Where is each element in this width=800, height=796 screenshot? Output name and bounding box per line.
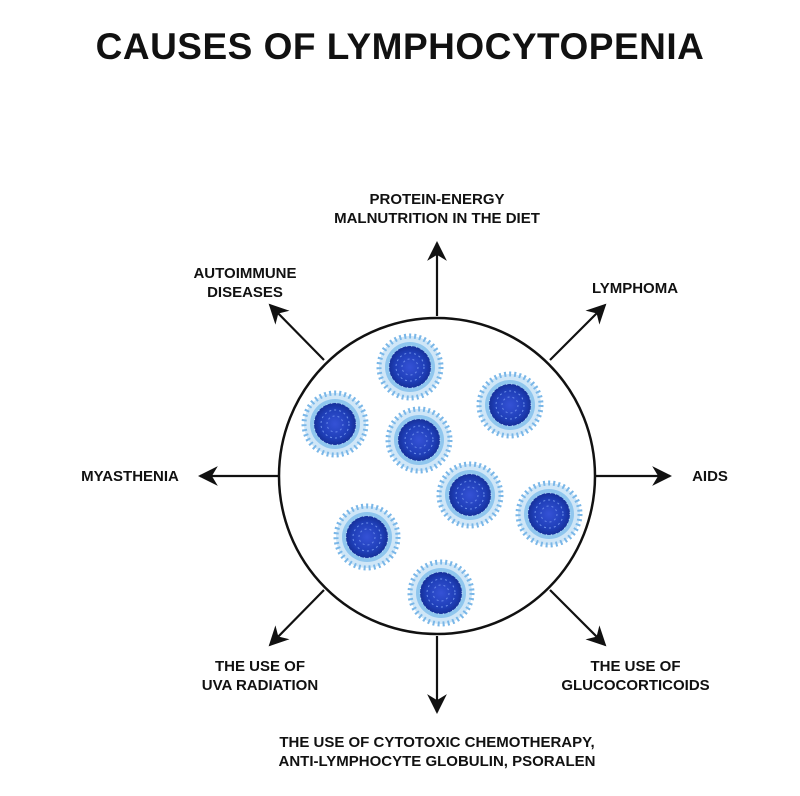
label-line: LYMPHOMA	[591, 280, 679, 297]
label-top: PROTEIN-ENERGY MALNUTRITION IN THE DIET	[297, 190, 577, 228]
label-right: AIDS	[680, 467, 740, 486]
label-line: MYASTHENIA	[81, 468, 179, 485]
label-line: THE USE OF	[590, 658, 681, 675]
arrow-bottom-left	[268, 589, 325, 647]
lymphocyte-cell-icon	[410, 562, 472, 624]
arrows	[198, 241, 672, 714]
label-bottom: THE USE OF CYTOTOXIC CHEMOTHERAPY, ANTI-…	[222, 733, 652, 771]
label-bottom-left: THE USE OF UVA RADIATION	[175, 657, 345, 695]
lymphocyte-cell-icon	[518, 483, 580, 545]
lymphocyte-cell-icon	[388, 409, 450, 471]
label-left: MYASTHENIA	[60, 467, 200, 486]
arrow-bottom-right	[549, 589, 607, 647]
label-line: DISEASES	[207, 284, 283, 301]
lymphocyte-cell-icon	[336, 506, 398, 568]
lymphocyte-cell-icon	[439, 464, 501, 526]
label-bottom-right: THE USE OF GLUCOCORTICOIDS	[538, 657, 733, 695]
arrow-top-left	[268, 303, 325, 361]
lymphocyte-cell-icon	[379, 336, 441, 398]
label-line: ANTI-LYMPHOCYTE GLOBULIN, PSORALEN	[278, 753, 596, 770]
label-line: PROTEIN-ENERGY	[369, 191, 505, 208]
label-top-left: AUTOIMMUNE DISEASES	[155, 264, 335, 302]
label-line: AUTOIMMUNE	[193, 265, 297, 282]
lymphocyte-cell-icon	[479, 374, 541, 436]
arrow-top-right	[549, 303, 607, 361]
label-line: GLUCOCORTICOIDS	[561, 677, 710, 694]
lymphocyte-cell-icon	[304, 393, 366, 455]
label-line: THE USE OF	[214, 658, 305, 675]
label-line: UVA RADIATION	[201, 677, 319, 694]
label-top-right: LYMPHOMA	[565, 279, 705, 298]
label-line: MALNUTRITION IN THE DIET	[334, 210, 540, 227]
diagram-title: CAUSES OF LYMPHOCYTOPENIA	[95, 26, 705, 67]
label-line: AIDS	[692, 468, 728, 485]
label-line: THE USE OF CYTOTOXIC CHEMOTHERAPY,	[279, 734, 595, 751]
